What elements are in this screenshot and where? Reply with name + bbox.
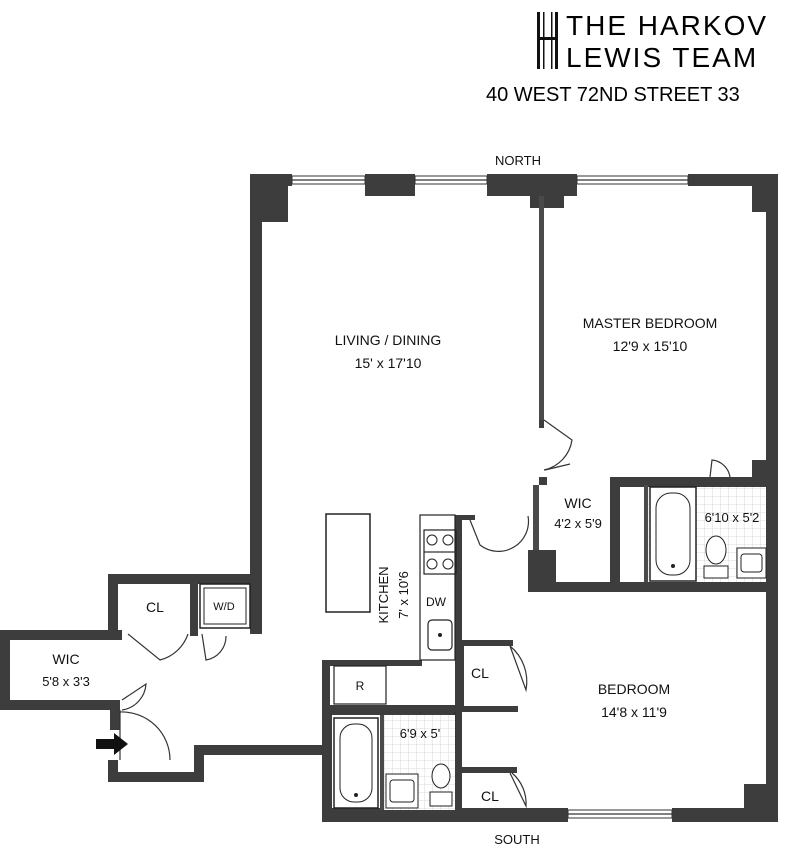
master-size: 12'9 x 15'10 — [613, 338, 688, 354]
living-size: 15' x 17'10 — [355, 355, 422, 371]
closet-bedroom-label: CL — [471, 665, 489, 681]
refrigerator-label: R — [356, 679, 365, 693]
kitchen-island — [325, 513, 371, 613]
fixtures — [96, 486, 767, 810]
dishwasher-label: DW — [426, 595, 447, 609]
bedroom-size: 14'8 x 11'9 — [601, 704, 667, 720]
washer-dryer-icon — [199, 583, 251, 629]
brand-line-1: THE HARKOV — [566, 10, 768, 41]
master-bath-size: 6'10 x 5'2 — [705, 510, 760, 525]
brand-line-2: LEWIS TEAM — [566, 42, 758, 73]
kitchen-counter — [419, 514, 456, 661]
wic-entry-size: 5'8 x 3'3 — [42, 674, 90, 689]
kitchen-size: 7' x 10'6 — [396, 571, 411, 619]
closet-bath-label: CL — [481, 788, 499, 804]
living-name: LIVING / DINING — [335, 332, 442, 348]
closet-entry-label: CL — [146, 599, 164, 615]
entry-arrow-icon — [96, 733, 128, 755]
washer-dryer-label: W/D — [213, 601, 234, 613]
second-bath-size: 6'9 x 5' — [400, 726, 440, 741]
stove-icon — [423, 529, 457, 575]
second-toilet-icon — [429, 763, 453, 807]
wic-entry-name: WIC — [52, 651, 79, 667]
door-swings — [119, 419, 731, 809]
logo-mark — [537, 12, 558, 69]
address: 40 WEST 72ND STREET 33 — [486, 84, 740, 106]
kitchen-name: KITCHEN — [376, 566, 391, 623]
wic-master-name: WIC — [564, 495, 591, 511]
wic-master-size: 4'2 x 5'9 — [554, 516, 602, 531]
refrigerator-icon — [333, 665, 387, 705]
room-labels: LIVING / DINING 15' x 17'10 MASTER BEDRO… — [42, 315, 759, 804]
bedroom-name: BEDROOM — [598, 681, 670, 697]
master-toilet-icon — [703, 535, 729, 579]
kitchen-sink-icon — [427, 619, 453, 651]
south-label: SOUTH — [494, 832, 540, 847]
second-sink-icon — [385, 773, 419, 809]
master-sink-icon — [736, 547, 767, 579]
master-name: MASTER BEDROOM — [583, 315, 718, 331]
north-label: NORTH — [495, 153, 541, 168]
walls — [0, 174, 778, 822]
